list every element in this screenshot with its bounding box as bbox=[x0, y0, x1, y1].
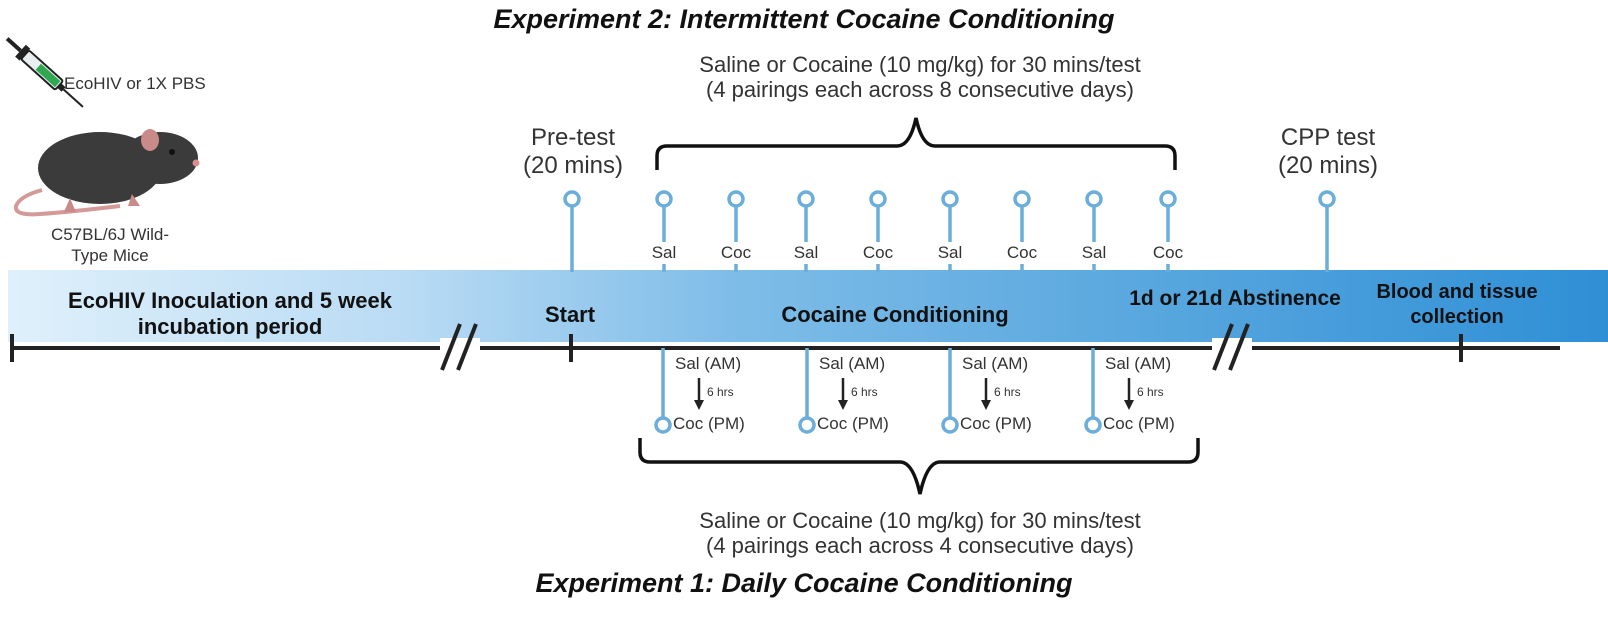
experiment-2-pin-label-4: Coc bbox=[848, 242, 908, 264]
pretest-label-line-1: Pre-test bbox=[530, 124, 616, 151]
experiment-2-pin-4 bbox=[869, 190, 887, 272]
gap-label-1: 6 hrs bbox=[707, 385, 734, 399]
am-label-3: Sal (AM) bbox=[962, 354, 1029, 373]
experiment-2-bracket bbox=[655, 117, 1177, 170]
down-arrow-head-icon bbox=[981, 400, 991, 410]
experiment-2-pin-label-2: Coc bbox=[706, 242, 766, 264]
down-arrow-head-icon bbox=[838, 400, 848, 410]
experiment-1-pin-2 bbox=[798, 348, 848, 434]
am-label-4: Sal (AM) bbox=[1105, 354, 1172, 373]
conditioning-label: Cocaine Conditioning bbox=[781, 302, 1009, 327]
experiment-1-pin-4 bbox=[1084, 348, 1134, 434]
down-arrow-head-icon bbox=[1124, 400, 1134, 410]
am-label-2: Sal (AM) bbox=[819, 354, 886, 373]
collection-label-line-2: collection bbox=[1410, 306, 1504, 328]
pm-label-4: Coc (PM) bbox=[1103, 414, 1175, 433]
mouse-caption-line-1: C57BL/6J Wild- bbox=[50, 225, 170, 244]
gap-label-4: 6 hrs bbox=[1137, 385, 1164, 399]
experiment-1-note-line-1: Saline or Cocaine (10 mg/kg) for 30 mins… bbox=[699, 508, 1141, 533]
collection-label: Blood and tissue collection bbox=[1362, 280, 1552, 330]
mouse-icon bbox=[13, 129, 200, 217]
experiment-2-pin-label-1: Sal bbox=[634, 242, 694, 264]
experiment-1-note: Saline or Cocaine (10 mg/kg) for 30 mins… bbox=[520, 508, 1320, 558]
pm-label-1: Coc (PM) bbox=[673, 414, 745, 433]
experiment-1-pin-1 bbox=[654, 348, 704, 434]
cpp-test-label-line-2: (20 mins) bbox=[1277, 152, 1379, 179]
experiment-2-pin-5 bbox=[941, 190, 959, 272]
experiment-2-note-line-1: Saline or Cocaine (10 mg/kg) for 30 mins… bbox=[699, 52, 1141, 77]
experiment-2-pin-8 bbox=[1159, 190, 1177, 272]
cpp-test-pin bbox=[1318, 190, 1336, 272]
timeline-band bbox=[8, 270, 1608, 342]
experiment-1-pins bbox=[654, 348, 1134, 434]
experiment-2-pin-3 bbox=[797, 190, 815, 272]
syringe-icon bbox=[5, 37, 84, 108]
experiment-2-note-line-2: (4 pairings each across 8 consecutive da… bbox=[706, 77, 1134, 102]
experiment-2-title: Experiment 2: Intermittent Cocaine Condi… bbox=[493, 4, 1115, 34]
start-label: Start bbox=[544, 302, 596, 327]
inoculation-label-line-2: incubation period bbox=[137, 314, 323, 339]
cpp-test-label: CPP test (20 mins) bbox=[1253, 124, 1403, 180]
experiment-2-pin-label-5: Sal bbox=[920, 242, 980, 264]
experiment-2-pin-label-6: Coc bbox=[992, 242, 1052, 264]
experiment-2-pin-1 bbox=[655, 190, 673, 272]
inoculation-label: EcoHIV Inoculation and 5 week incubation… bbox=[30, 288, 430, 340]
pm-label-2: Coc (PM) bbox=[817, 414, 889, 433]
mouse-caption: C57BL/6J Wild- Type Mice bbox=[20, 224, 200, 266]
experiment-1-pin-3 bbox=[941, 348, 991, 434]
syringe-label: EcoHIV or 1X PBS bbox=[64, 74, 206, 93]
experiment-2-pins bbox=[655, 190, 1177, 272]
abstinence-label: 1d or 21d Abstinence bbox=[1129, 287, 1341, 310]
inoculation-label-line-1: EcoHIV Inoculation and 5 week bbox=[68, 288, 392, 313]
axis-break-left bbox=[440, 323, 480, 371]
pretest-label-line-2: (20 mins) bbox=[522, 152, 624, 179]
cpp-test-label-line-1: CPP test bbox=[1280, 124, 1376, 151]
experiment-1-note-line-2: (4 pairings each across 4 consecutive da… bbox=[706, 533, 1134, 558]
experiment-2-pin-6 bbox=[1013, 190, 1031, 272]
down-arrow-head-icon bbox=[694, 400, 704, 410]
gap-label-2: 6 hrs bbox=[851, 385, 878, 399]
gap-label-3: 6 hrs bbox=[994, 385, 1021, 399]
pretest-label: Pre-test (20 mins) bbox=[498, 124, 648, 180]
collection-label-line-1: Blood and tissue bbox=[1376, 281, 1538, 303]
experiment-2-note: Saline or Cocaine (10 mg/kg) for 30 mins… bbox=[520, 52, 1320, 102]
experiment-2-pin-7 bbox=[1085, 190, 1103, 272]
experiment-2-pin-label-8: Coc bbox=[1138, 242, 1198, 264]
experiment-2-pin-label-3: Sal bbox=[776, 242, 836, 264]
experiment-2-pin-2 bbox=[727, 190, 745, 272]
experiment-1-title: Experiment 1: Daily Cocaine Conditioning bbox=[535, 568, 1073, 598]
pm-label-3: Coc (PM) bbox=[960, 414, 1032, 433]
mouse-caption-line-2: Type Mice bbox=[71, 246, 149, 265]
pretest-pin bbox=[563, 190, 581, 272]
am-label-1: Sal (AM) bbox=[675, 354, 742, 373]
axis-break-right bbox=[1212, 323, 1252, 371]
experiment-1-bracket bbox=[638, 438, 1200, 495]
experiment-2-pin-label-7: Sal bbox=[1064, 242, 1124, 264]
